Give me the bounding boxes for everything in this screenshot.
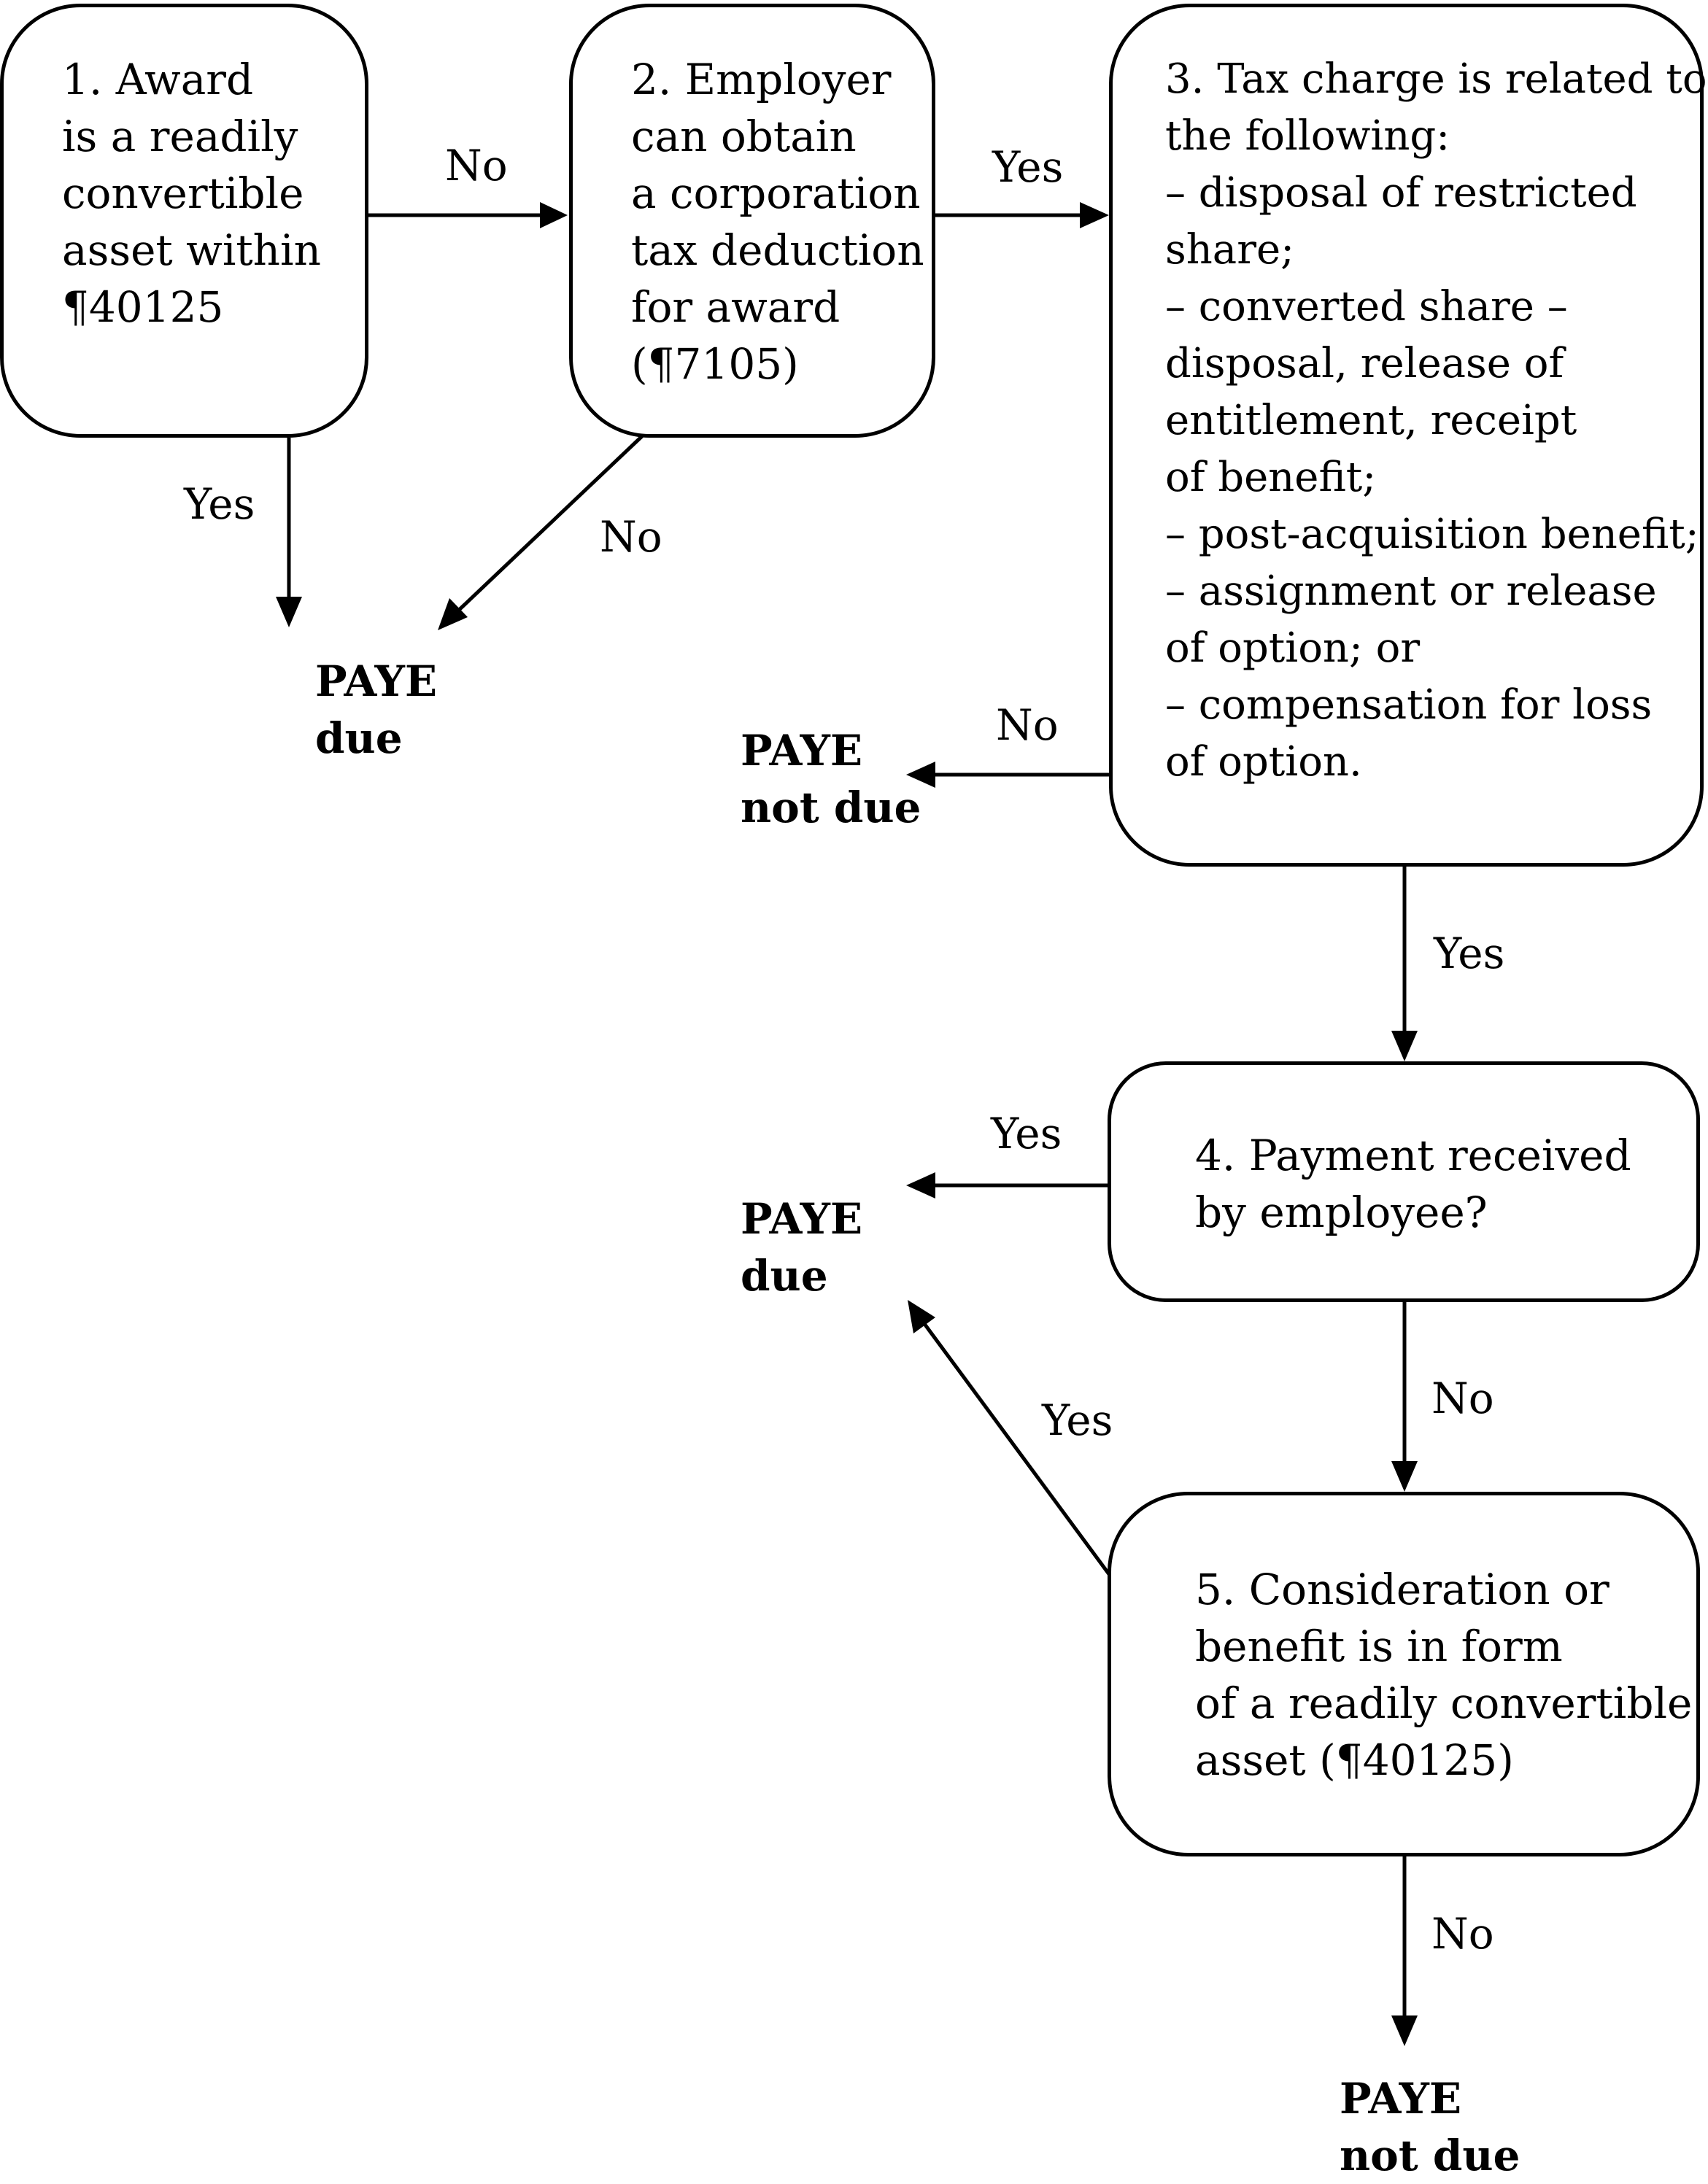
box-line: ¶40125 [62, 282, 224, 332]
box-line: 3. Tax charge is related to [1165, 55, 1707, 103]
arrowhead [1391, 1461, 1418, 1492]
edge-label-n5-o3: Yes [1042, 1395, 1113, 1445]
box-line: of option. [1165, 738, 1362, 786]
box-line: by employee? [1195, 1188, 1488, 1237]
outcome-line: PAYE [315, 657, 438, 706]
box-line: – converted share – [1165, 283, 1568, 330]
edge-label-n2-n3: Yes [992, 142, 1064, 192]
box-line: 1. Award [62, 55, 254, 104]
box-line: 2. Employer [631, 55, 892, 104]
edge-label-n4-n5: No [1431, 1374, 1494, 1423]
arrowhead [540, 202, 568, 228]
decision-box-5: 5. Consideration or benefit is in form o… [1108, 1492, 1700, 1856]
box-line: – assignment or release [1165, 568, 1657, 615]
arrowhead [276, 597, 302, 627]
outcome-line: PAYE [741, 1194, 863, 1244]
box-line: a corporation [631, 169, 921, 218]
box-line: the following: [1165, 112, 1450, 160]
outcome-line: PAYE [741, 726, 863, 775]
outcome-line: not due [741, 783, 921, 832]
outcome-paye-not-due-bottom: PAYE not due [1340, 2070, 1520, 2184]
outcome-line: not due [1340, 2131, 1520, 2180]
edge-label-n3-o2: No [996, 700, 1059, 750]
decision-box-2: 2. Employer can obtain a corporation tax… [569, 4, 935, 438]
box-line: can obtain [631, 112, 857, 161]
outcome-line: PAYE [1340, 2074, 1462, 2123]
box-line: asset (¶40125) [1195, 1735, 1514, 1785]
decision-box-1: 1. Award is a readily convertible asset … [0, 4, 368, 438]
edge-label-n1-n2: No [445, 141, 508, 190]
box-line: is a readily [62, 112, 298, 161]
box-line: entitlement, receipt [1165, 397, 1577, 444]
arrowhead [438, 598, 468, 630]
outcome-paye-not-due-middle: PAYE not due [741, 722, 921, 836]
edge-label-n4-o3: Yes [991, 1109, 1062, 1158]
edge-label-n5-o4: No [1431, 1909, 1494, 1959]
arrowhead [906, 1172, 935, 1199]
outcome-line: due [315, 713, 403, 763]
edge-label-n1-o1: Yes [184, 479, 255, 529]
arrowhead [1391, 2015, 1418, 2046]
arrowhead [1080, 202, 1109, 228]
outcome-paye-due-top: PAYE due [315, 653, 437, 767]
edge-label-n2-o1: No [600, 512, 662, 562]
decision-box-3: 3. Tax charge is related to the followin… [1109, 4, 1707, 867]
box-line: convertible [62, 169, 304, 218]
box-line: benefit is in form [1195, 1622, 1563, 1671]
box-line: 5. Consideration or [1195, 1565, 1610, 1614]
outcome-line: due [741, 1251, 828, 1301]
box-line: for award [631, 282, 841, 332]
box-line: share; [1165, 226, 1294, 274]
outcome-paye-due-middle: PAYE due [741, 1190, 862, 1304]
box-line: of a readily convertible [1195, 1678, 1693, 1728]
decision-box-4: 4. Payment received by employee? [1108, 1061, 1700, 1302]
box-line: asset within [62, 225, 321, 275]
edge-n2-o1 [455, 435, 644, 614]
box-line: – post-acquisition benefit; [1165, 511, 1699, 558]
box-line: of option; or [1165, 624, 1421, 672]
box-line: – disposal of restricted [1165, 169, 1637, 217]
arrowhead [1391, 1031, 1418, 1061]
box-line: disposal, release of [1165, 340, 1564, 387]
edge-n5-o3 [919, 1317, 1111, 1576]
box-line: – compensation for loss [1165, 681, 1653, 729]
arrowhead [908, 1300, 935, 1333]
box-line: of benefit; [1165, 454, 1377, 501]
box-line: tax deduction [631, 225, 924, 275]
box-line: 4. Payment received [1195, 1131, 1631, 1180]
box-line: (¶7105) [631, 339, 799, 389]
arrowhead [906, 762, 935, 788]
edge-label-n3-n4: Yes [1434, 929, 1505, 978]
